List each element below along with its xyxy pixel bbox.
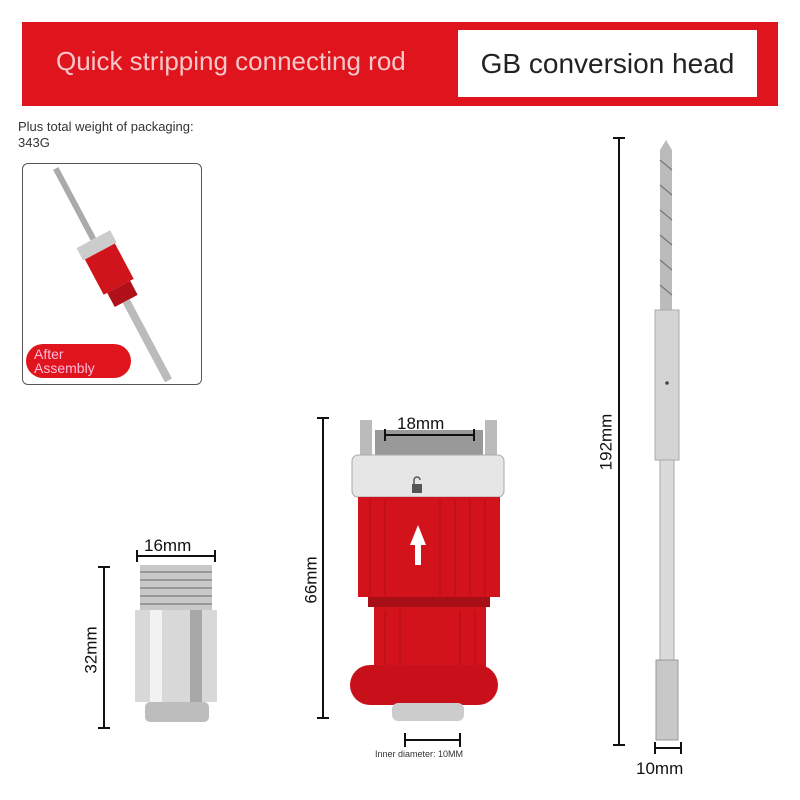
banner-left-title: Quick stripping connecting rod <box>56 46 406 76</box>
coupling-width-label: 16mm <box>144 536 192 555</box>
hex-coupling-image <box>135 565 217 722</box>
adapter-top-width-label: 18mm <box>397 414 445 433</box>
dimension-lines <box>98 137 682 754</box>
rod-length-label: 192mm <box>596 413 616 471</box>
after-assembly-badge: After Assembly <box>26 344 131 378</box>
coupling-height-label: 32mm <box>81 626 101 674</box>
connecting-rod-image <box>654 140 680 741</box>
banner-right-title: GB conversion head <box>458 30 757 97</box>
header-banner: Quick stripping connecting rod GB conver… <box>22 22 778 106</box>
weight-info: Plus total weight of packaging: 343G <box>18 119 194 151</box>
inner-diameter-label: Inner diameter: 10MM <box>375 749 464 759</box>
arrow-up-icon <box>410 525 426 565</box>
assembled-tool-image <box>53 167 172 383</box>
rod-width-label: 10mm <box>636 759 684 778</box>
conversion-head-image <box>350 420 505 721</box>
lock-icon <box>412 484 422 493</box>
assembled-thumbnail: After Assembly <box>22 163 202 385</box>
weight-label: Plus total weight of packaging: <box>18 119 194 134</box>
adapter-height-label: 66mm <box>301 556 321 604</box>
weight-value: 343G <box>18 135 50 150</box>
